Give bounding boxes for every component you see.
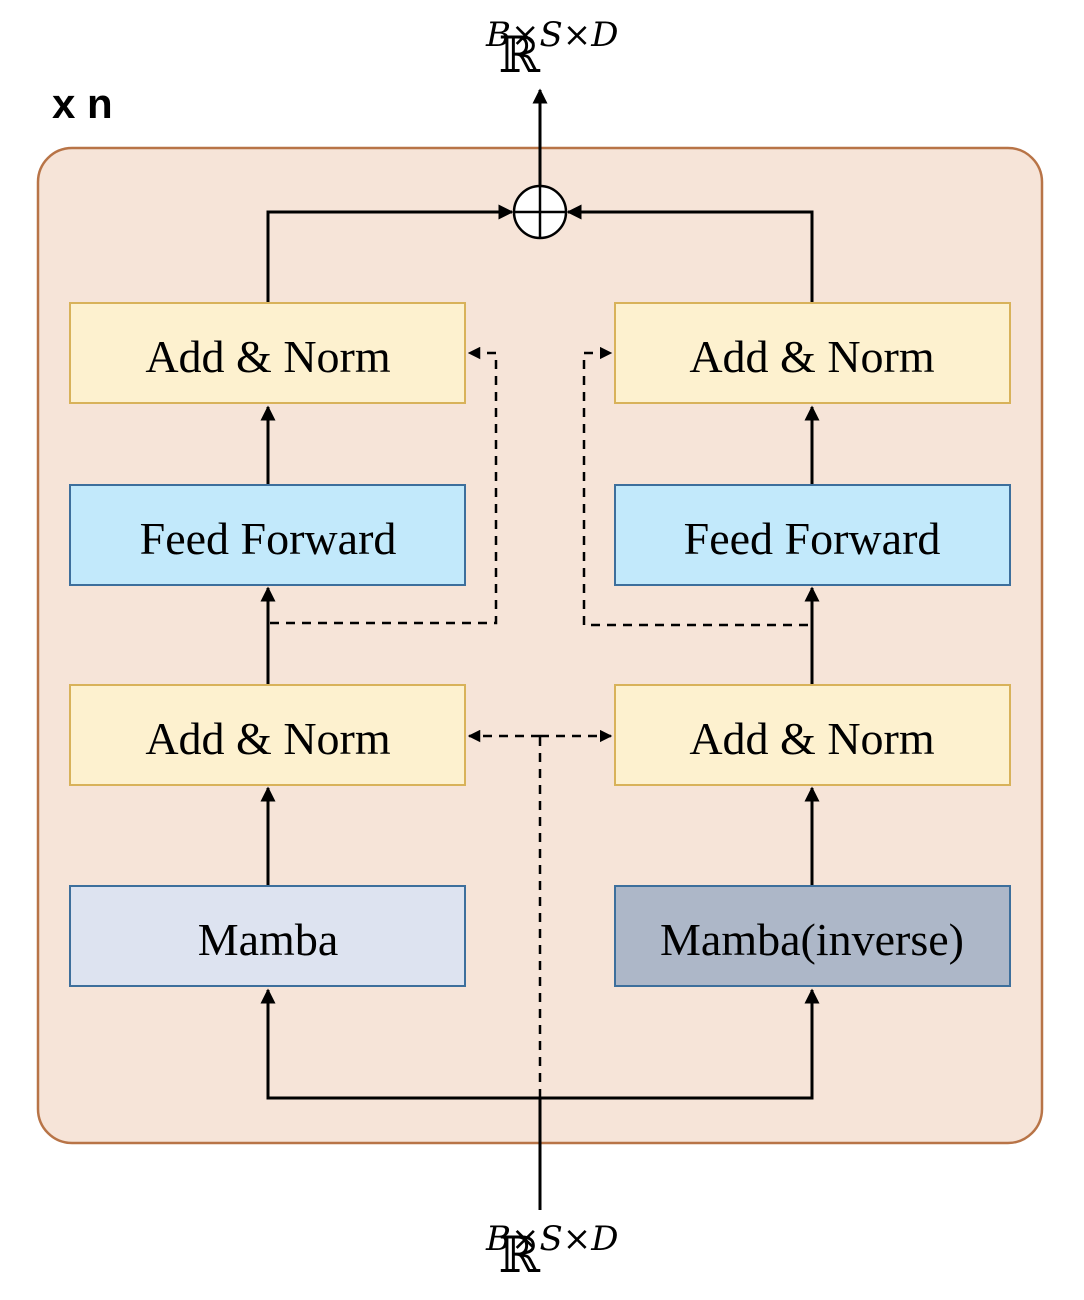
input-shape-base: ℝ (498, 1226, 540, 1284)
right-feed-forward-label: Feed Forward (684, 513, 941, 564)
left-add-norm-top: Add & Norm (69, 302, 466, 404)
right-add-norm-bottom: Add & Norm (614, 684, 1011, 786)
left-ff-residual-dashed (266, 346, 498, 685)
left-add-norm-bottom: Add & Norm (69, 684, 466, 786)
left-to-sum-arrow (266, 204, 514, 303)
left-feed-forward: Feed Forward (69, 484, 466, 586)
left-add-norm-bottom-label: Add & Norm (145, 713, 391, 764)
output-shape-superscript: B×S×D (485, 15, 619, 55)
input-to-mamba-arrow (260, 988, 540, 1100)
mamba-block: Mamba (69, 885, 466, 987)
input-shape-superscript: B×S×D (485, 1219, 619, 1259)
right-add-norm-bottom-label: Add & Norm (689, 713, 935, 764)
mamba-label: Mamba (198, 914, 339, 965)
left-feed-forward-label: Feed Forward (140, 513, 397, 564)
repeat-label: x n (52, 80, 113, 127)
right-to-sum-arrow (566, 204, 814, 303)
mamba-inverse-block: Mamba(inverse) (614, 885, 1011, 987)
right-add-norm-top-label: Add & Norm (689, 331, 935, 382)
right-ff-residual-dashed (582, 346, 814, 685)
left-add-norm-top-label: Add & Norm (145, 331, 391, 382)
output-shape-base: ℝ (498, 26, 540, 84)
right-feed-forward: Feed Forward (614, 484, 1011, 586)
input-to-mamba-inverse-arrow (540, 988, 820, 1100)
sum-node (512, 184, 568, 240)
right-add-norm-top: Add & Norm (614, 302, 1011, 404)
mamba-inverse-label: Mamba(inverse) (660, 914, 964, 965)
